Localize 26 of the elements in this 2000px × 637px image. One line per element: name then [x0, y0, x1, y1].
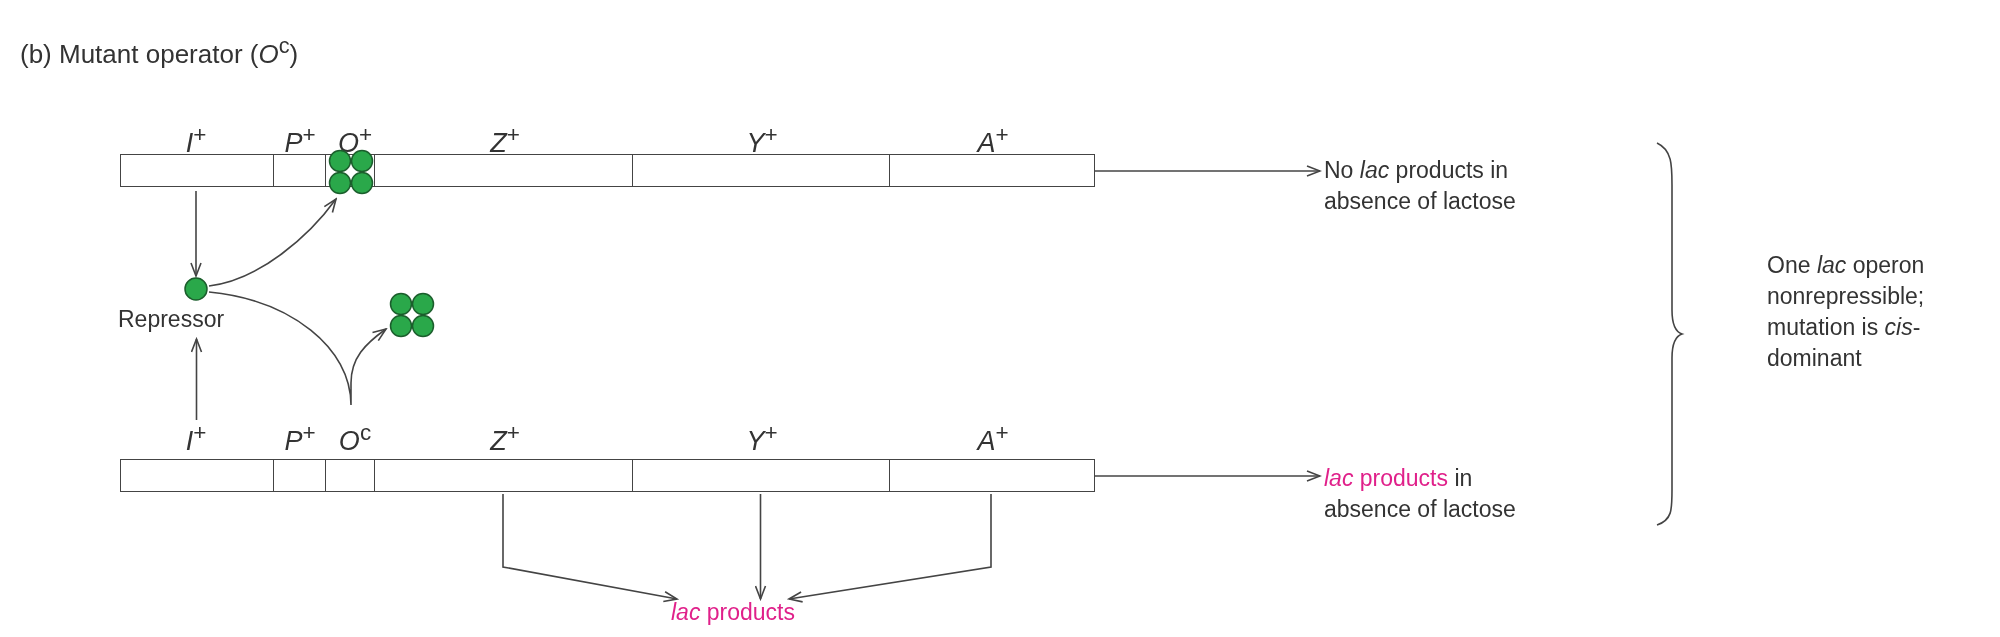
gene-label: Y$^{+}$	[746, 419, 778, 456]
gene-label: O$^{+}$	[337, 121, 373, 158]
arrow	[502, 493, 678, 603]
gene-label: I$^{+}$	[185, 121, 207, 158]
product-statement: No lac products in absence of lactose	[1324, 155, 1539, 217]
repressor-tetramer-icon	[389, 292, 435, 338]
arrow	[754, 493, 767, 600]
conclusion-note: One lac operon nonrepressible; mutation is cis-dominant	[1767, 251, 1926, 373]
gene-label: O$^{c}$	[338, 419, 372, 456]
arrow	[208, 198, 337, 287]
gene-label: Y$^{+}$	[746, 121, 778, 158]
gene-label: P$^{+}$	[284, 419, 316, 456]
arrow	[190, 338, 203, 421]
gene-label: Z$^{+}$	[490, 121, 520, 158]
arrow	[788, 493, 992, 603]
diagram-title: (b) Mutant operator (O$^{c}$)	[20, 32, 299, 70]
gene-label: I$^{+}$	[185, 419, 207, 456]
gene-label: P$^{+}$	[284, 121, 316, 158]
repressor-label: Repressor	[118, 305, 225, 334]
arrow	[190, 190, 202, 277]
gene-label: A$^{+}$	[977, 121, 1009, 158]
gene-label: A$^{+}$	[977, 419, 1009, 456]
gene-label: Z$^{+}$	[490, 419, 520, 456]
product-statement: lac products in absence of lactose	[1324, 463, 1539, 525]
arrow	[208, 291, 387, 406]
product-label: lac products	[671, 597, 795, 628]
